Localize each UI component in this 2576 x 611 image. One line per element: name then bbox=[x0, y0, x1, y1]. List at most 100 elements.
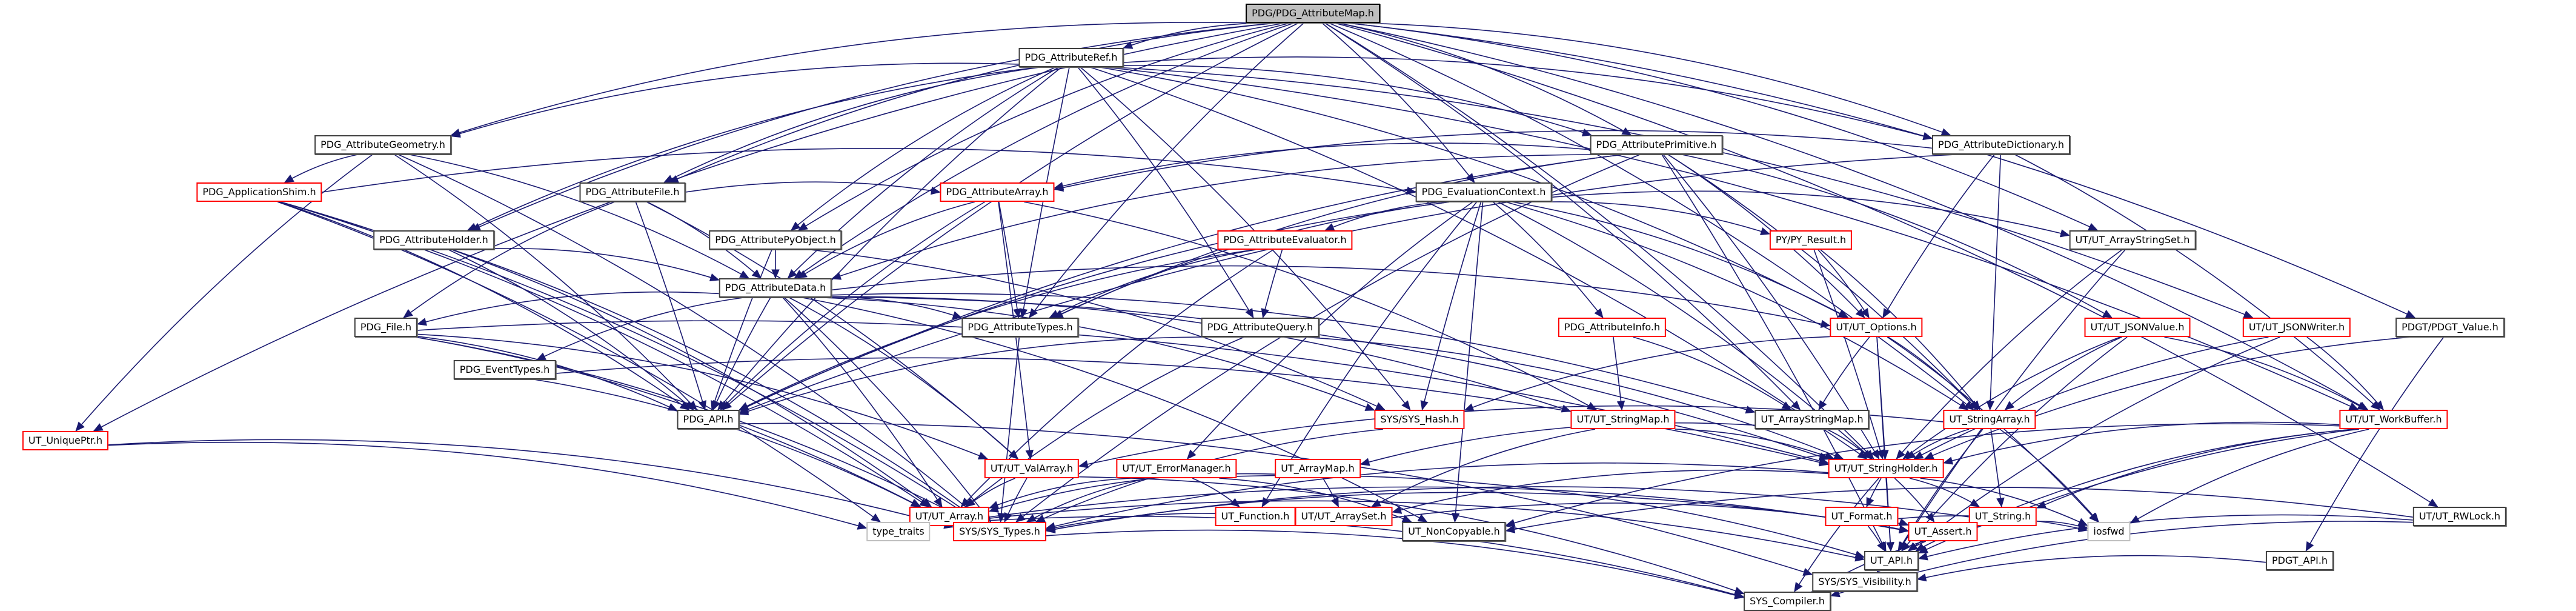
dependency-edge bbox=[1392, 469, 1828, 513]
dependency-edge bbox=[1421, 201, 1482, 410]
arrowhead-icon bbox=[831, 272, 842, 280]
dependency-edge bbox=[989, 486, 1908, 532]
graph-node[interactable]: PDG_File.h bbox=[354, 318, 418, 337]
graph-node[interactable]: UT/UT_RWLock.h bbox=[2412, 507, 2507, 526]
arrowhead-icon bbox=[871, 513, 881, 523]
arrowhead-icon bbox=[931, 186, 941, 195]
dependency-edge bbox=[417, 291, 719, 325]
arrowhead-icon bbox=[739, 407, 749, 416]
dependency-edge bbox=[712, 297, 771, 410]
arrowhead-icon bbox=[2059, 229, 2070, 238]
dependency-edge bbox=[536, 297, 744, 361]
arrowhead-icon bbox=[797, 270, 808, 279]
graph-node[interactable]: PDG_AttributeArray.h bbox=[940, 182, 1055, 202]
arrowhead-icon bbox=[1401, 400, 1411, 410]
dependency-edge bbox=[1794, 478, 1879, 592]
dependency-edge bbox=[1046, 529, 1744, 598]
graph-node[interactable]: UT_String.h bbox=[1968, 507, 2037, 526]
graph-node[interactable]: UT/UT_ValArray.h bbox=[984, 459, 1080, 478]
graph-node[interactable]: PDG_AttributePyObject.h bbox=[709, 230, 842, 250]
graph-node[interactable]: PDG_AttributeGeometry.h bbox=[314, 135, 451, 155]
graph-node[interactable]: UT_Format.h bbox=[1825, 507, 1899, 526]
graph-node[interactable]: PDG_AttributeRef.h bbox=[1018, 48, 1124, 67]
graph-node[interactable]: UT/UT_WorkBuffer.h bbox=[2339, 410, 2448, 429]
graph-node[interactable]: UT/UT_Options.h bbox=[1830, 318, 1923, 337]
arrowhead-icon bbox=[2004, 401, 2015, 410]
graph-node[interactable]: UT/UT_ArraySet.h bbox=[1295, 507, 1393, 526]
graph-node[interactable]: PDG_AttributeInfo.h bbox=[1558, 318, 1667, 337]
graph-node[interactable]: PDG_API.h bbox=[677, 410, 740, 429]
dependency-edge bbox=[998, 201, 1020, 318]
arrowhead-icon bbox=[709, 273, 720, 282]
graph-node[interactable]: PDG_AttributeQuery.h bbox=[1201, 318, 1320, 337]
dependency-edge bbox=[1999, 429, 2099, 523]
graph-node[interactable]: PDG_ApplicationShim.h bbox=[196, 182, 322, 202]
graph-node[interactable]: UT/UT_ErrorManager.h bbox=[1116, 459, 1237, 478]
dependency-edge bbox=[448, 249, 694, 410]
graph-node[interactable]: UT/UT_StringHolder.h bbox=[1828, 459, 1944, 478]
arrowhead-icon bbox=[952, 311, 963, 319]
dependency-edge bbox=[1817, 249, 1870, 318]
arrowhead-icon bbox=[466, 222, 477, 231]
graph-node[interactable]: PDG_AttributeTypes.h bbox=[961, 318, 1079, 337]
graph-node[interactable]: UT/UT_StringMap.h bbox=[1570, 410, 1676, 429]
graph-node[interactable]: PDG_EventTypes.h bbox=[453, 360, 556, 379]
graph-node[interactable]: SYS/SYS_Visibility.h bbox=[1812, 572, 1917, 592]
graph-node[interactable]: PDG_AttributeFile.h bbox=[579, 182, 686, 202]
dependency-edge bbox=[1505, 201, 1968, 410]
arrowhead-icon bbox=[1078, 460, 1089, 469]
graph-node[interactable]: UT_StringArray.h bbox=[1943, 410, 2036, 429]
arrowhead-icon bbox=[416, 318, 427, 326]
arrowhead-icon bbox=[1908, 542, 1918, 552]
arrowhead-icon bbox=[977, 452, 988, 459]
dependency-edge bbox=[1882, 154, 1995, 318]
graph-node[interactable]: PDGT/PDGT_Value.h bbox=[2395, 318, 2505, 337]
graph-node[interactable]: PDG_AttributePrimitive.h bbox=[1590, 135, 1723, 155]
graph-node[interactable]: UT_ArrayMap.h bbox=[1275, 459, 1361, 478]
arrowhead-icon bbox=[1370, 499, 1382, 507]
graph-node[interactable]: PDG_AttributeData.h bbox=[719, 278, 832, 298]
graph-node[interactable]: PDG_EvaluationContext.h bbox=[1415, 182, 1552, 202]
dependency-edge bbox=[2130, 429, 2369, 524]
graph-node[interactable]: PDGT_API.h bbox=[2265, 551, 2334, 570]
graph-node[interactable]: UT_Function.h bbox=[1215, 507, 1296, 526]
graph-node[interactable]: UT/UT_JSONWriter.h bbox=[2242, 318, 2351, 337]
dependency-edge bbox=[414, 336, 971, 523]
graph-node[interactable]: PDG_AttributeDictionary.h bbox=[1931, 135, 2071, 155]
graph-node: type_traits bbox=[866, 522, 931, 541]
dependency-edge bbox=[685, 181, 940, 193]
graph-node[interactable]: UT_Assert.h bbox=[1908, 522, 1978, 541]
graph-node[interactable]: SYS_Compiler.h bbox=[1744, 592, 1831, 611]
arrowhead-icon bbox=[1898, 525, 1909, 533]
dependency-edge bbox=[1920, 478, 2088, 526]
dependency-edge bbox=[1262, 249, 1283, 318]
graph-node[interactable]: PDG_AttributeHolder.h bbox=[373, 230, 494, 250]
arrowhead-icon bbox=[1054, 183, 1064, 192]
arrowhead-icon bbox=[1375, 402, 1386, 410]
arrowhead-icon bbox=[1943, 456, 1954, 465]
arrowhead-icon bbox=[1915, 543, 1926, 552]
graph-node[interactable]: UT_UniquePtr.h bbox=[22, 431, 109, 450]
graph-node[interactable]: UT/UT_JSONValue.h bbox=[2084, 318, 2191, 337]
arrowhead-icon bbox=[739, 270, 750, 279]
arrowhead-icon bbox=[536, 352, 546, 361]
arrowhead-icon bbox=[1968, 400, 1979, 410]
arrowhead-icon bbox=[1045, 525, 1056, 533]
dependency-edge bbox=[1505, 423, 2340, 526]
dependency-edge bbox=[1924, 336, 2412, 459]
dependency-edge bbox=[2305, 336, 2445, 552]
graph-node[interactable]: UT_NonCopyable.h bbox=[1402, 522, 1506, 541]
graph-node[interactable]: PY/PY_Result.h bbox=[1769, 230, 1853, 250]
dependency-edge bbox=[1329, 22, 1974, 410]
dependency-edge bbox=[398, 154, 984, 523]
dependency-edge bbox=[1682, 154, 2113, 318]
dependency-edge bbox=[1633, 336, 1791, 410]
graph-node[interactable]: SYS/SYS_Hash.h bbox=[1374, 410, 1465, 429]
graph-node[interactable]: UT/UT_ArrayStringSet.h bbox=[2069, 230, 2196, 250]
graph-node[interactable]: SYS/SYS_Types.h bbox=[953, 522, 1046, 541]
graph-node[interactable]: UT_API.h bbox=[1864, 551, 1919, 570]
graph-node[interactable]: PDG_AttributeEvaluator.h bbox=[1217, 230, 1353, 250]
dependency-edge bbox=[1324, 22, 1801, 410]
arrowhead-icon bbox=[2305, 541, 2314, 552]
graph-node[interactable]: UT_ArrayStringMap.h bbox=[1754, 410, 1870, 429]
